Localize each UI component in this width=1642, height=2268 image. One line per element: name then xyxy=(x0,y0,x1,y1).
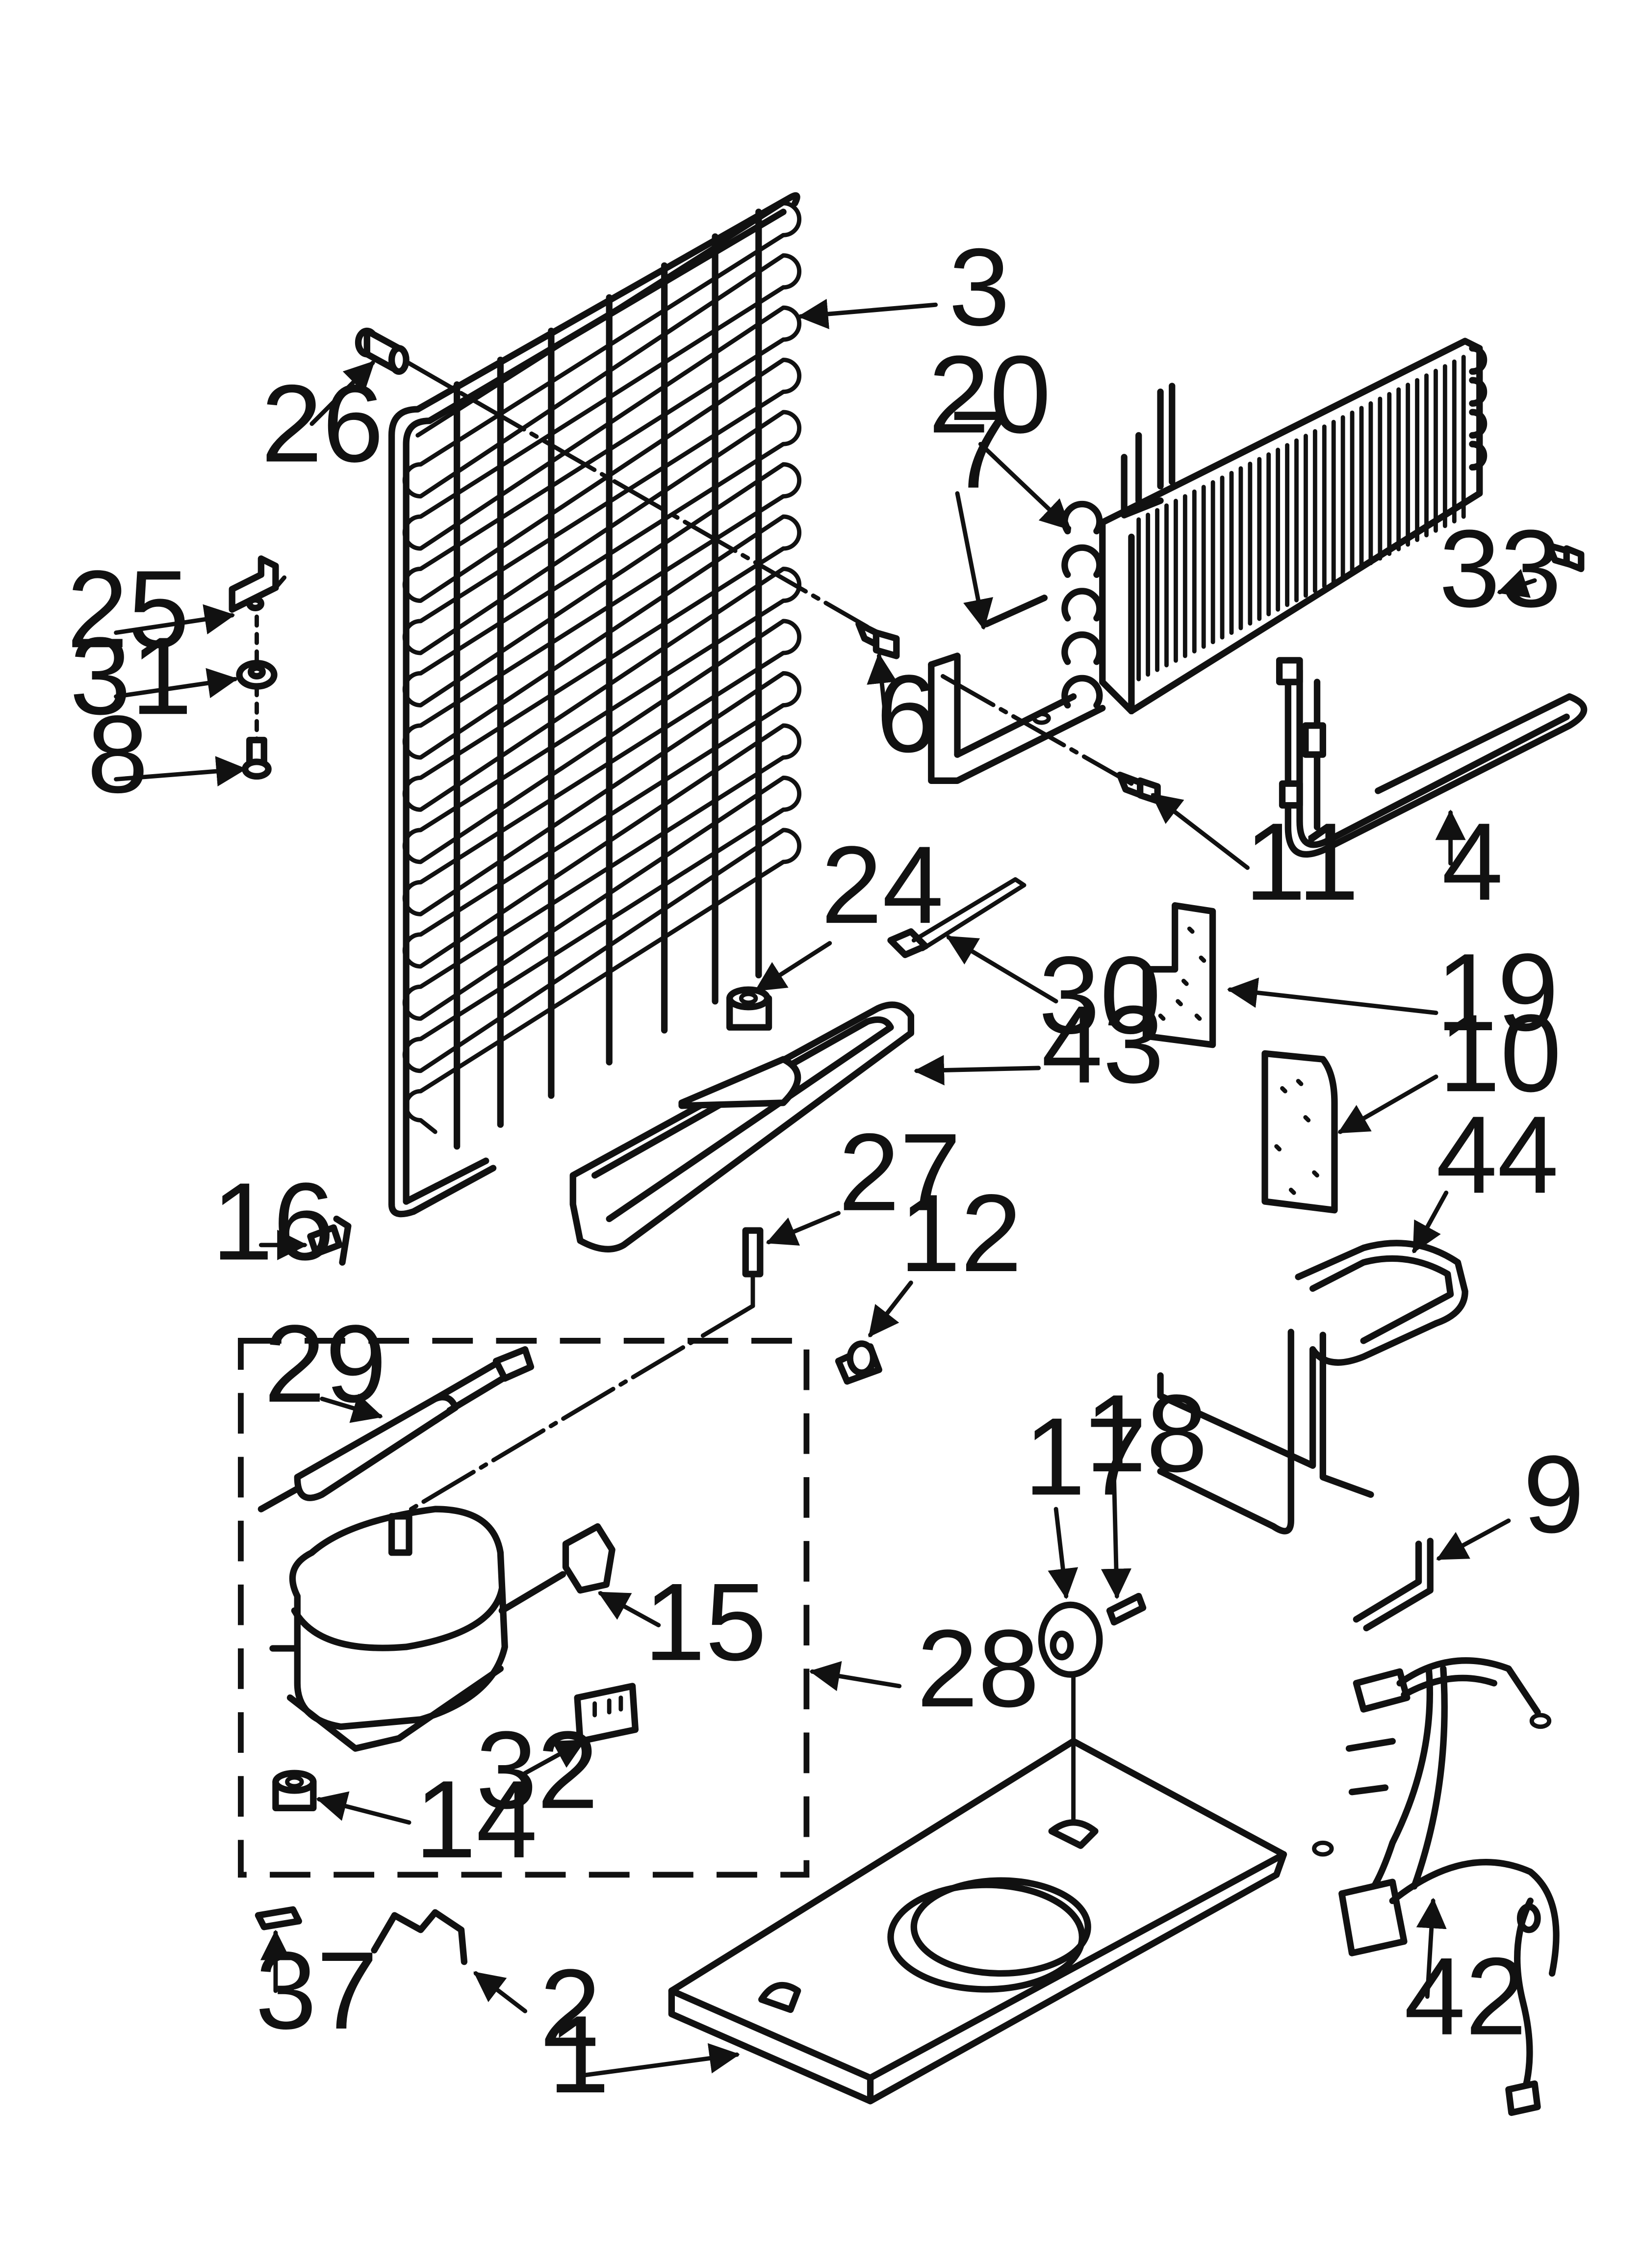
callouts: 3 26 20 7 33 25 31 8 6 11 4 24 30 19 43 … xyxy=(67,226,1584,2116)
callout-30: 30 xyxy=(1039,934,1161,1057)
callout-26: 26 xyxy=(261,362,384,485)
washer-31 xyxy=(236,660,278,690)
drain-pan-43 xyxy=(569,1001,915,1252)
wire-2 xyxy=(371,1909,468,1965)
foam-pad-10 xyxy=(1261,1050,1338,1214)
leader-arrows xyxy=(114,299,1537,2077)
grommet-12 xyxy=(835,1340,882,1385)
callout-14: 14 xyxy=(415,1758,538,1881)
callout-33: 33 xyxy=(1439,507,1562,630)
callout-12: 12 xyxy=(899,1172,1022,1295)
tubing-44 xyxy=(1157,1240,1468,1535)
callout-37: 37 xyxy=(256,1929,378,2052)
screw-8 xyxy=(242,736,272,780)
callout-31: 31 xyxy=(70,614,192,737)
clip-37 xyxy=(255,1906,302,1930)
callout-24: 24 xyxy=(821,823,944,946)
callout-18: 18 xyxy=(1085,1372,1207,1495)
screw-33 xyxy=(1546,542,1585,573)
stud-26 xyxy=(355,327,410,375)
callout-17: 17 xyxy=(1024,1395,1147,1518)
grommet-14 xyxy=(272,1770,317,1811)
callout-16: 16 xyxy=(212,1160,334,1283)
callout-3: 3 xyxy=(949,226,1010,349)
callout-29: 29 xyxy=(264,1302,386,1425)
bracket-25 xyxy=(229,555,287,613)
foam-pad-19 xyxy=(1142,902,1216,1048)
pin-18 xyxy=(1106,1592,1147,1626)
callout-32: 32 xyxy=(476,1708,598,1831)
evaporator-bracket-7 xyxy=(928,595,1106,784)
screw-6 xyxy=(855,621,900,659)
evaporator-20 xyxy=(1061,338,1488,715)
callout-28: 28 xyxy=(917,1607,1039,1730)
callout-7: 7 xyxy=(949,388,1010,511)
base-plate-1 xyxy=(668,1738,1287,2105)
callout-25: 25 xyxy=(67,547,189,671)
callout-42: 42 xyxy=(1404,1935,1527,2058)
callout-9: 9 xyxy=(1523,1433,1584,1556)
wiring-harness-42 xyxy=(1312,1657,1560,2116)
cable-tie-30 xyxy=(887,877,1026,958)
roller-17 xyxy=(1038,1601,1103,1678)
compressor xyxy=(269,1506,566,1752)
callout-6: 6 xyxy=(876,652,937,775)
clip-16 xyxy=(307,1215,352,1266)
callout-19: 19 xyxy=(1436,931,1559,1054)
condenser-coil xyxy=(388,192,802,1218)
callout-10: 10 xyxy=(1439,991,1562,1115)
callout-44: 44 xyxy=(1436,1093,1559,1216)
callout-1: 1 xyxy=(548,1993,610,2116)
callout-8: 8 xyxy=(87,693,148,816)
callout-2: 2 xyxy=(539,1946,601,2069)
callout-20: 20 xyxy=(928,333,1051,456)
nut-24 xyxy=(726,986,772,1031)
tube-27 xyxy=(389,1227,764,1523)
defrost-heater-4 xyxy=(1276,657,1588,858)
callout-43: 43 xyxy=(1042,983,1164,1106)
callout-27: 27 xyxy=(838,1111,961,1234)
tube-9 xyxy=(1353,1538,1434,1632)
drier-29 xyxy=(257,1346,535,1512)
callout-15: 15 xyxy=(644,1561,767,1684)
compressor-assembly-28-box xyxy=(238,1338,810,1878)
callout-4: 4 xyxy=(1442,800,1503,923)
relay-15 xyxy=(562,1523,616,1594)
capacitor-32 xyxy=(574,1683,639,1745)
callout-11: 11 xyxy=(1245,800,1359,923)
